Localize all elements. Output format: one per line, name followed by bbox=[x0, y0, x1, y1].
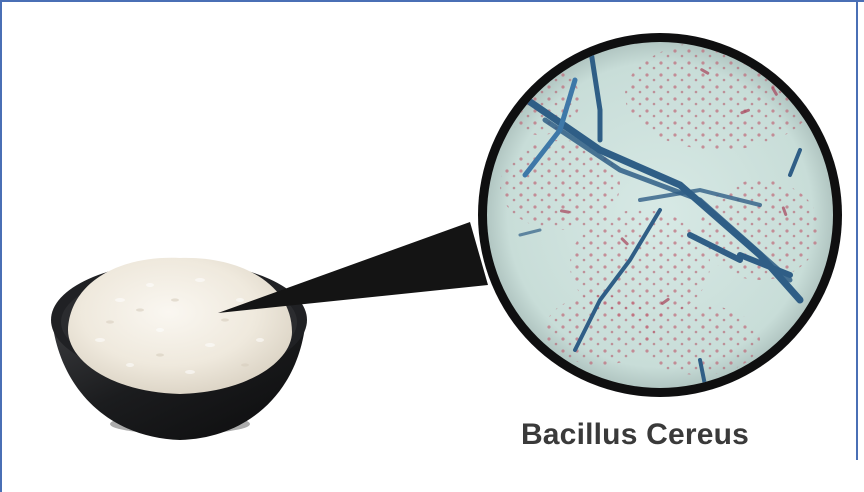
callout-pointer bbox=[218, 222, 488, 313]
magnifier-lens-image bbox=[478, 33, 842, 397]
caption-label: Bacillus Cereus bbox=[470, 418, 800, 452]
rice-bowl-image bbox=[51, 258, 307, 440]
